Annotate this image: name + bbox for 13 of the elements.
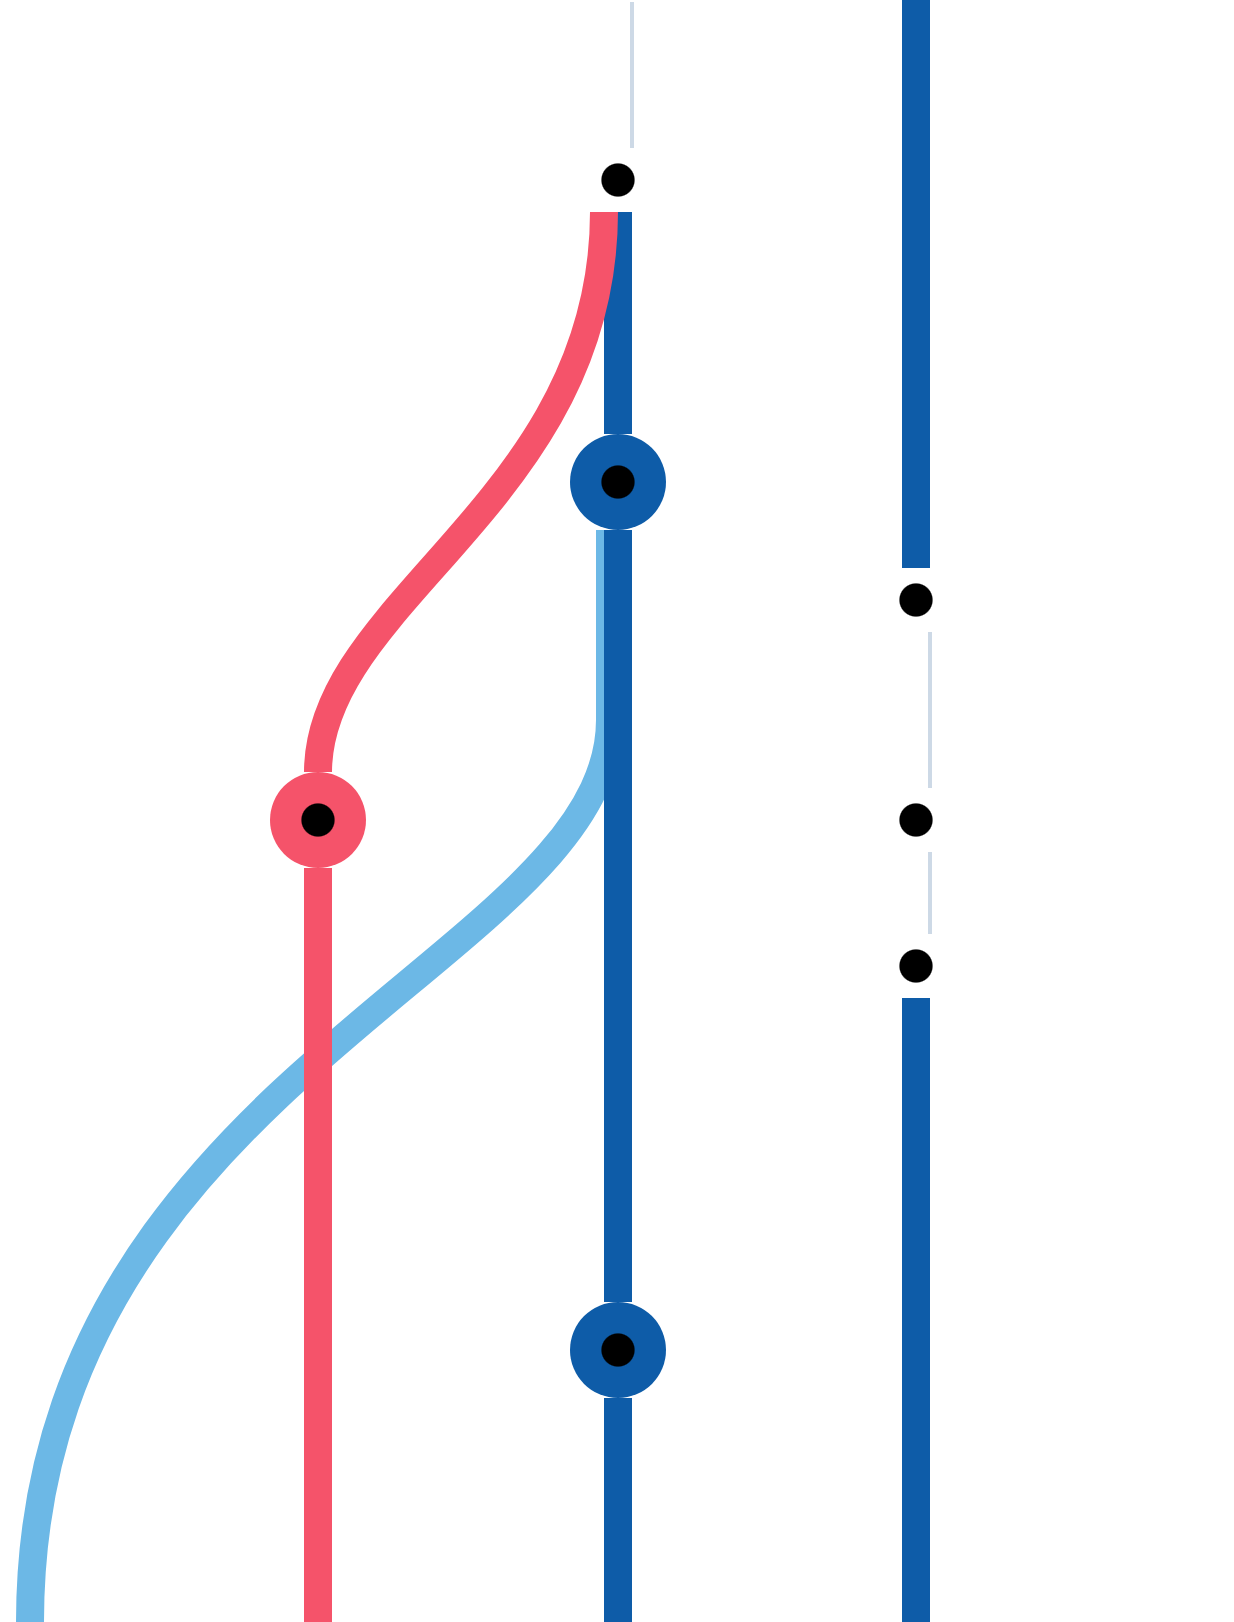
branch-line	[902, 0, 930, 568]
branch-line	[304, 210, 618, 774]
branch-line	[928, 852, 932, 934]
branch-line	[630, 2, 634, 148]
commit-dot	[570, 434, 666, 530]
branch-line	[928, 632, 932, 788]
branch-line	[604, 530, 632, 1302]
branch-line	[604, 1398, 632, 1622]
commit-dot	[270, 772, 366, 868]
branch-line	[902, 998, 930, 1622]
commit-dot	[570, 1302, 666, 1398]
branch-line	[604, 212, 632, 434]
branch-line	[304, 868, 332, 1622]
